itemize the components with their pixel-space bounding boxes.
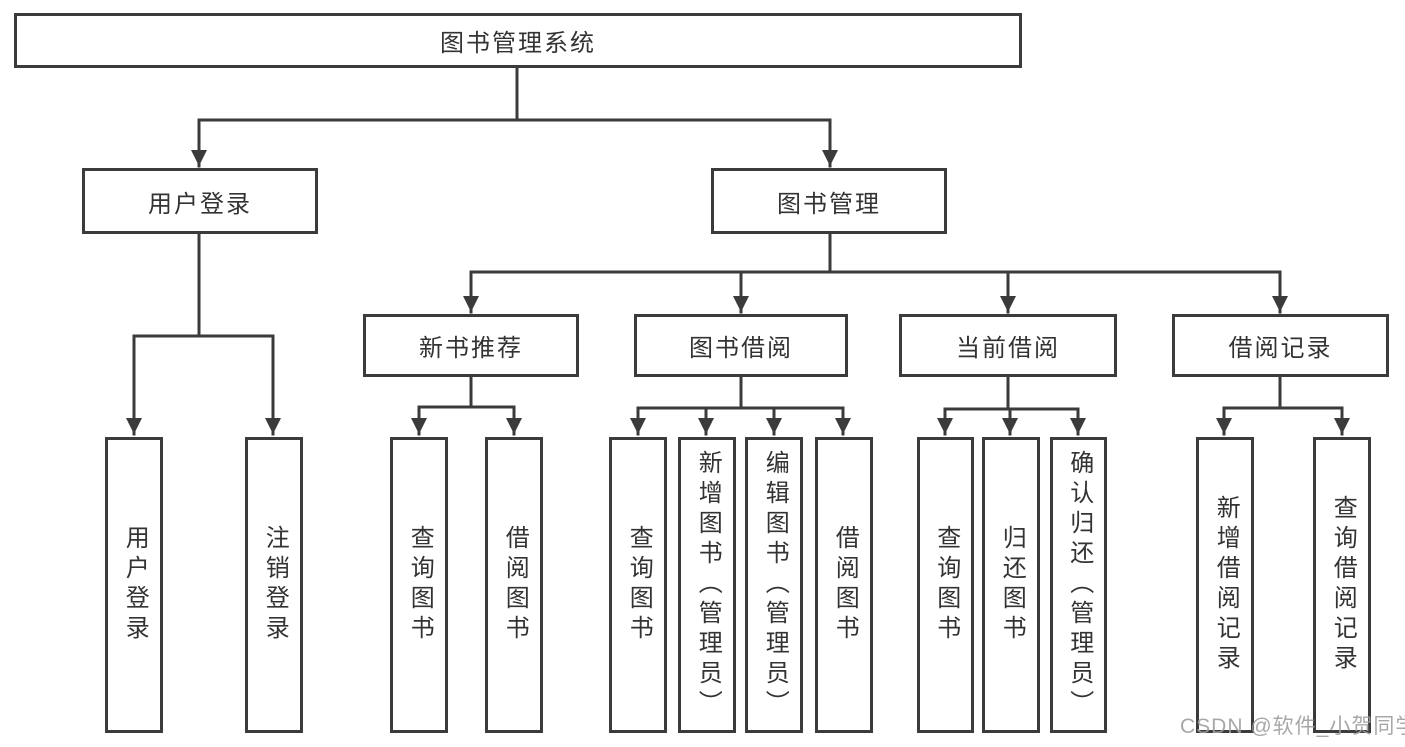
node-root: 图书管理系统	[14, 13, 1022, 68]
leaf-current-query-label: 查询图书	[932, 525, 960, 645]
node-new-books-label: 新书推荐	[419, 335, 523, 362]
leaf-current-query: 查询图书	[917, 437, 974, 733]
node-book-borrowing: 图书借阅	[634, 314, 848, 377]
leaf-borrowing-edit-admin: 编辑图书（管理员）	[745, 437, 803, 733]
node-user-login-branch: 用户登录	[82, 168, 318, 234]
leaf-user-login: 用户登录	[105, 437, 163, 733]
leaf-borrowing-borrow-label: 借阅图书	[831, 525, 859, 645]
leaf-newbooks-borrow: 借阅图书	[485, 437, 543, 733]
node-book-management: 图书管理	[711, 168, 947, 234]
node-current-borrowing-label: 当前借阅	[956, 335, 1060, 362]
node-root-label: 图书管理系统	[440, 30, 596, 57]
leaf-logout-label: 注销登录	[261, 525, 289, 645]
leaf-records-add-label: 新增借阅记录	[1212, 495, 1240, 675]
leaf-borrowing-borrow: 借阅图书	[815, 437, 873, 733]
leaf-borrowing-add-admin-label: 新增图书（管理员）	[694, 450, 722, 720]
leaf-newbooks-query-label: 查询图书	[406, 525, 434, 645]
leaf-records-add: 新增借阅记录	[1196, 437, 1254, 733]
node-new-books: 新书推荐	[363, 314, 579, 377]
csdn-watermark: CSDN @软件_小贺同学	[1180, 715, 1405, 738]
leaf-borrowing-edit-admin-label: 编辑图书（管理员）	[761, 450, 789, 720]
leaf-borrowing-query: 查询图书	[609, 437, 667, 733]
leaf-current-return: 归还图书	[982, 437, 1040, 733]
node-borrowing-records: 借阅记录	[1172, 314, 1389, 377]
leaf-borrowing-query-label: 查询图书	[625, 525, 653, 645]
node-user-login-branch-label: 用户登录	[148, 190, 252, 218]
node-current-borrowing: 当前借阅	[899, 314, 1117, 377]
node-borrowing-records-label: 借阅记录	[1228, 335, 1333, 362]
leaf-current-return-label: 归还图书	[998, 525, 1026, 645]
node-book-management-label: 图书管理	[777, 190, 881, 218]
leaf-logout: 注销登录	[245, 437, 303, 733]
leaf-newbooks-borrow-label: 借阅图书	[501, 525, 529, 645]
leaf-user-login-label: 用户登录	[121, 525, 149, 645]
leaf-records-query: 查询借阅记录	[1313, 437, 1371, 733]
leaf-borrowing-add-admin: 新增图书（管理员）	[678, 437, 736, 733]
leaf-records-query-label: 查询借阅记录	[1329, 495, 1357, 675]
leaf-current-confirm-admin: 确认归还（管理员）	[1050, 437, 1107, 733]
leaf-newbooks-query: 查询图书	[390, 437, 448, 733]
node-book-borrowing-label: 图书借阅	[689, 335, 793, 362]
leaf-current-confirm-admin-label: 确认归还（管理员）	[1065, 450, 1093, 720]
